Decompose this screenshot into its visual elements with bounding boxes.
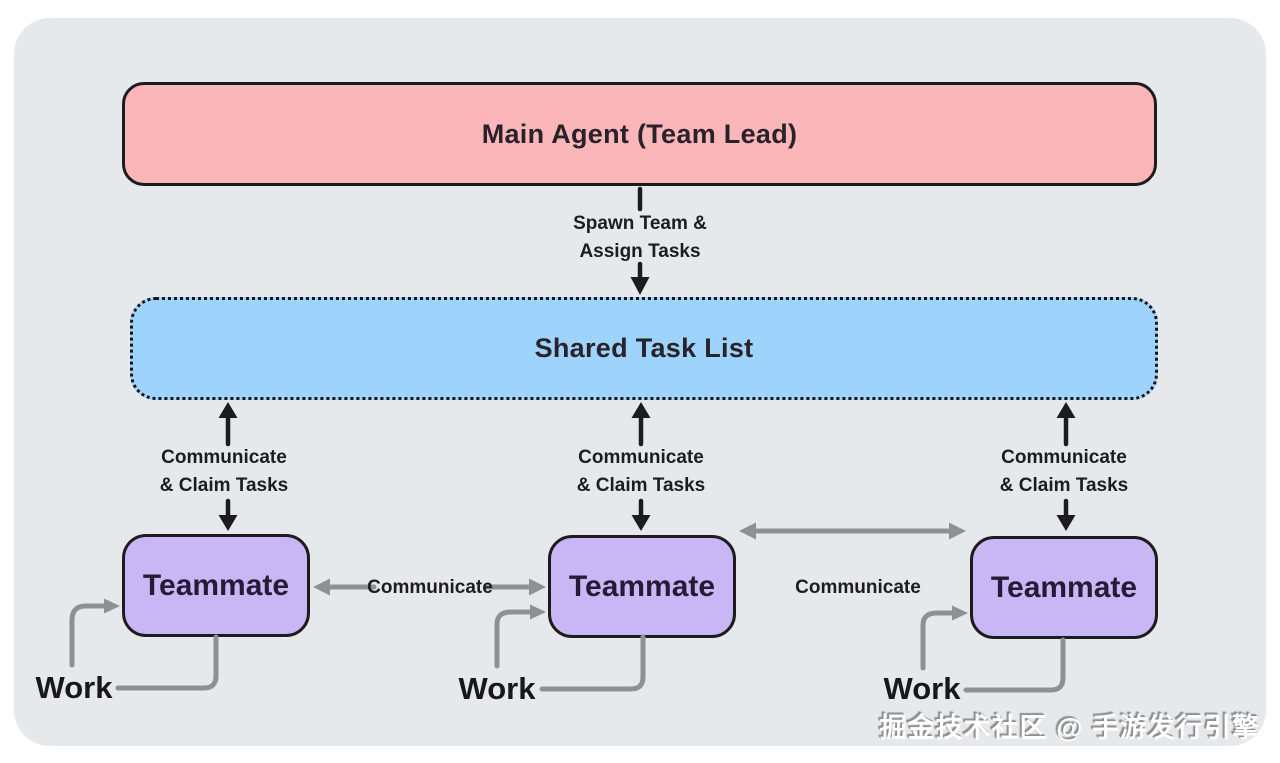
shared-task-list-node: Shared Task List (130, 297, 1158, 400)
teammate-node-2: Teammate (548, 535, 736, 638)
spawn-assign-label: Spawn Team & Assign Tasks (573, 210, 707, 266)
work-label-3: Work (883, 671, 961, 706)
claim-tasks-label-1-line1: Communicate (161, 447, 287, 468)
teammate-node-3: Teammate (970, 536, 1158, 639)
communicate-label-1-2: Communicate (367, 577, 493, 598)
work-label-1: Work (35, 670, 113, 705)
teammate-label-1: Teammate (142, 568, 290, 602)
claim-tasks-label-2-line2: & Claim Tasks (576, 475, 706, 496)
claim-tasks-label-3: Communicate & Claim Tasks (1000, 444, 1128, 500)
watermark-text: 掘金技术社区 @ 手游发行引擎 (879, 713, 1260, 743)
claim-tasks-label-3-line2: & Claim Tasks (999, 475, 1129, 496)
spawn-assign-label-line2: Assign Tasks (579, 241, 701, 262)
shared-task-list-label: Shared Task List (534, 333, 754, 363)
main-agent-label: Main Agent (Team Lead) (481, 118, 798, 149)
main-agent-node: Main Agent (Team Lead) (122, 82, 1157, 186)
claim-tasks-label-3-line1: Communicate (1001, 447, 1127, 468)
communicate-label-2-3: Communicate (795, 577, 921, 598)
teammate-label-2: Teammate (568, 569, 716, 603)
claim-tasks-label-1: Communicate & Claim Tasks (160, 444, 288, 500)
work-label-2: Work (458, 671, 536, 706)
spawn-assign-label-line1: Spawn Team & (573, 213, 707, 234)
teammate-node-1: Teammate (122, 534, 310, 637)
teammate-label-3: Teammate (990, 570, 1138, 604)
claim-tasks-label-2: Communicate & Claim Tasks (577, 444, 705, 500)
claim-tasks-label-1-line2: & Claim Tasks (159, 475, 289, 496)
claim-tasks-label-2-line1: Communicate (578, 447, 704, 468)
